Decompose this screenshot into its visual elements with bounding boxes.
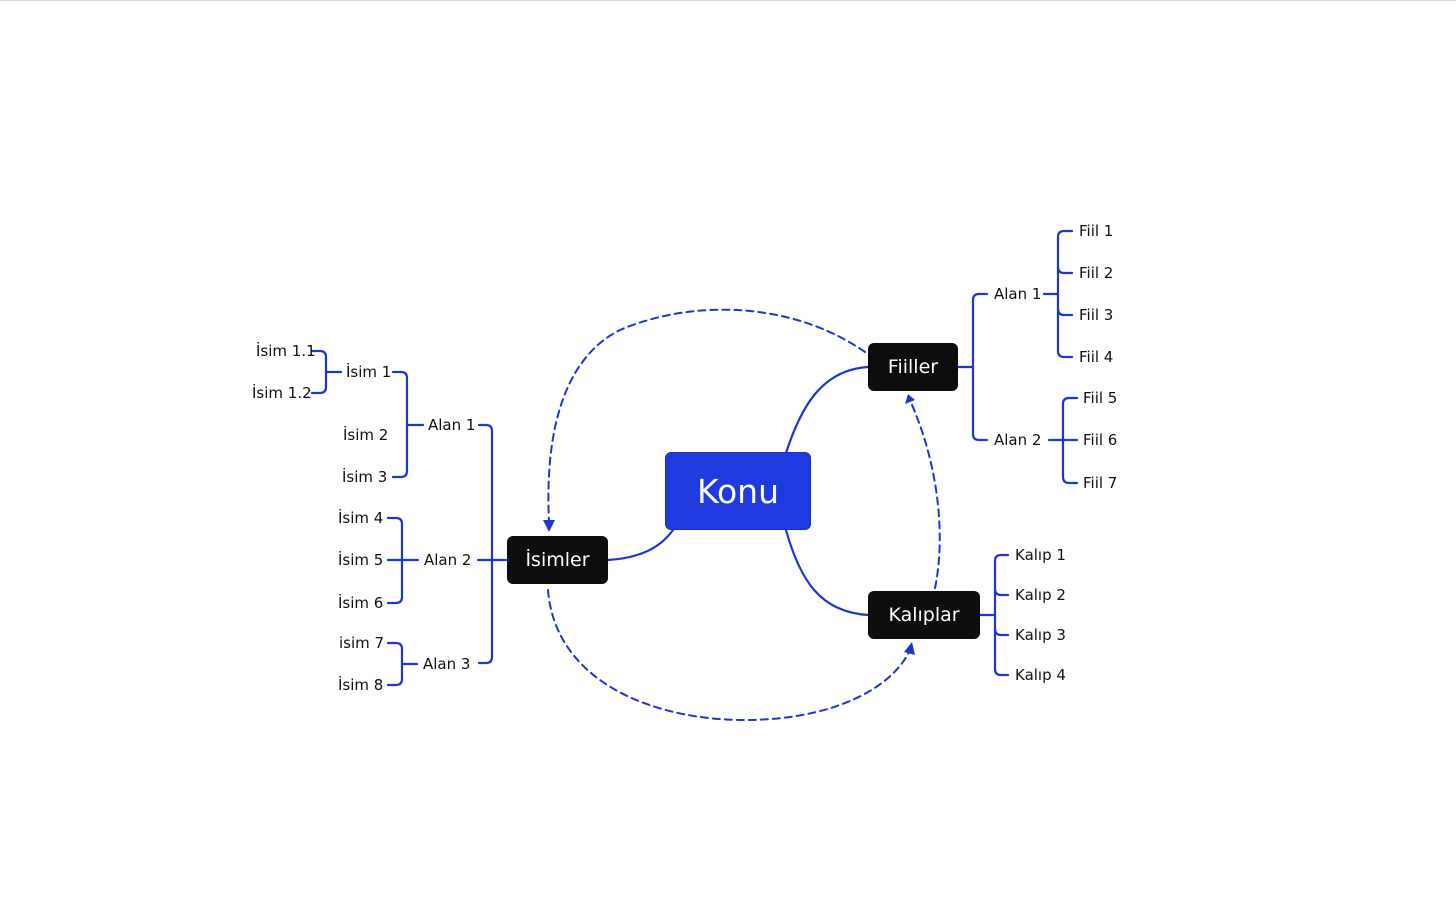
fiiller-alan1-label[interactable]: Alan 1 bbox=[994, 285, 1042, 303]
fiil2-label[interactable]: Fiil 2 bbox=[1079, 264, 1114, 282]
fiil5-label[interactable]: Fiil 5 bbox=[1083, 389, 1118, 407]
fiil3-label[interactable]: Fiil 3 bbox=[1079, 306, 1114, 324]
bracket-alan3 bbox=[386, 641, 404, 687]
isim4-label[interactable]: İsim 4 bbox=[338, 509, 384, 527]
relation-isimler-kaliplar bbox=[547, 589, 910, 721]
isim6-label[interactable]: İsim 6 bbox=[338, 594, 384, 612]
topic-isimler-node[interactable]: İsimler bbox=[507, 536, 608, 584]
fiil4-label[interactable]: Fiil 4 bbox=[1079, 348, 1114, 366]
topic-kaliplar-node[interactable]: Kalıplar bbox=[868, 591, 980, 639]
kalip4-label[interactable]: Kalıp 4 bbox=[1015, 666, 1066, 684]
tick-fiil2 bbox=[1056, 265, 1074, 275]
isim2-label[interactable]: İsim 2 bbox=[343, 426, 389, 444]
arrowhead-kaliplar bbox=[904, 642, 915, 655]
fiil1-label[interactable]: Fiil 1 bbox=[1079, 222, 1114, 240]
isimler-alan3-label[interactable]: Alan 3 bbox=[423, 655, 471, 673]
fiiller-alan2-label[interactable]: Alan 2 bbox=[994, 431, 1042, 449]
kalip3-label[interactable]: Kalıp 3 bbox=[1015, 626, 1066, 644]
isim8-label[interactable]: İsim 8 bbox=[338, 676, 384, 694]
tick-fiil3 bbox=[1056, 307, 1074, 317]
kalip1-label[interactable]: Kalıp 1 bbox=[1015, 546, 1066, 564]
relation-kaliplar-fiiller bbox=[911, 404, 941, 589]
isim1-2-label[interactable]: İsim 1.2 bbox=[252, 384, 312, 402]
isim1-label[interactable]: İsim 1 bbox=[346, 363, 392, 381]
isim7-label[interactable]: isim 7 bbox=[339, 634, 385, 652]
bracket-isim1 bbox=[310, 349, 328, 395]
isim5-label[interactable]: İsim 5 bbox=[338, 551, 384, 569]
bracket-fiiller-alans bbox=[971, 292, 989, 442]
isim3-label[interactable]: İsim 3 bbox=[342, 468, 388, 486]
kalip2-label[interactable]: Kalıp 2 bbox=[1015, 586, 1066, 604]
isim1-1-label[interactable]: İsim 1.1 bbox=[256, 342, 316, 360]
arrowhead-fiiller bbox=[905, 394, 915, 404]
fiil6-label[interactable]: Fiil 6 bbox=[1083, 431, 1118, 449]
bracket-isimler-alans bbox=[477, 423, 494, 665]
link-center-isimler bbox=[606, 528, 675, 562]
arrowhead-isimler bbox=[543, 520, 555, 532]
central-topic-node[interactable]: Konu bbox=[665, 452, 811, 530]
isimler-alan1-label[interactable]: Alan 1 bbox=[428, 416, 476, 434]
bracket-kaliplar bbox=[993, 553, 1010, 677]
topic-fiiller-node[interactable]: Fiiller bbox=[868, 343, 958, 391]
link-center-kaliplar bbox=[784, 528, 870, 617]
bracket-fiil-alan1 bbox=[1056, 229, 1074, 359]
tick-kalip2 bbox=[993, 587, 1010, 597]
relation-fiiller-isimler bbox=[547, 308, 866, 523]
bracket-alan1 bbox=[391, 370, 409, 479]
tick-kalip3 bbox=[993, 627, 1010, 637]
bracket-alan2 bbox=[386, 516, 404, 605]
link-center-fiiller bbox=[784, 365, 870, 455]
fiil7-label[interactable]: Fiil 7 bbox=[1083, 474, 1118, 492]
isimler-alan2-label[interactable]: Alan 2 bbox=[424, 551, 472, 569]
top-divider bbox=[0, 0, 1456, 1]
